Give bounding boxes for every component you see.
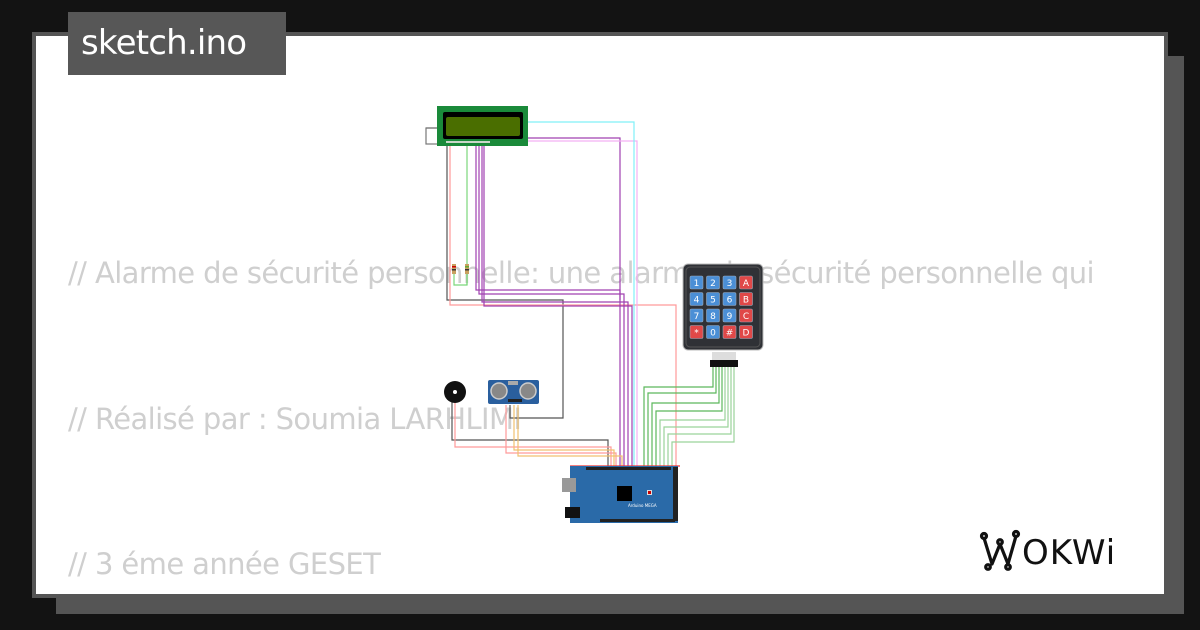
- keypad-key[interactable]: [706, 325, 720, 339]
- keypad-key[interactable]: [722, 325, 737, 339]
- buzzer-icon[interactable]: [444, 381, 466, 403]
- resistor-icon[interactable]: [452, 264, 456, 274]
- code-line: // 3 éme année GESET: [68, 547, 381, 581]
- arduino-mega-board[interactable]: Arduino MEGA: [562, 466, 678, 523]
- board-label: Arduino MEGA: [628, 503, 657, 508]
- keypad-key-label: 1: [694, 279, 700, 289]
- keypad-key-label: 4: [694, 296, 700, 306]
- code-line: // Alarme de sécurité personnelle: une a…: [68, 256, 1095, 290]
- preview-panel: // Alarme de sécurité personnelle: une a…: [32, 32, 1168, 598]
- keypad-key[interactable]: [689, 308, 704, 323]
- keypad-key[interactable]: [706, 292, 720, 306]
- keypad-key-label: D: [743, 329, 750, 339]
- keypad-key-label: B: [743, 296, 749, 306]
- ultrasonic-sensor[interactable]: [488, 380, 539, 404]
- keypad-key-label: C: [743, 312, 749, 322]
- code-line: // Réalisé par : Soumia LARHLIMI: [68, 401, 522, 436]
- keypad-key-label: 9: [727, 312, 733, 322]
- keypad-key[interactable]: [689, 275, 704, 290]
- logo-text: OKWi: [1022, 533, 1116, 573]
- keypad-key-label: 5: [710, 296, 716, 306]
- keypad-key-label: 2: [710, 279, 716, 289]
- resistor-icon[interactable]: [465, 264, 469, 274]
- keypad-key[interactable]: [722, 308, 737, 323]
- lcd-display[interactable]: [437, 106, 528, 146]
- filename-tab: sketch.ino: [68, 12, 286, 75]
- keypad-key[interactable]: [722, 292, 737, 306]
- keypad-key[interactable]: [722, 275, 737, 290]
- code-preview: // Alarme de sécurité personnelle: une a…: [68, 152, 1132, 594]
- keypad-key-label: 6: [727, 296, 733, 306]
- keypad-key-label: 3: [727, 279, 733, 289]
- keypad-key[interactable]: [689, 292, 704, 306]
- keypad-key[interactable]: [689, 325, 704, 339]
- wokwi-logo: OKWi: [979, 529, 1116, 573]
- keypad-key-label: 7: [694, 312, 700, 322]
- keypad-key-label: *: [694, 329, 699, 339]
- keypad-key[interactable]: [739, 325, 753, 339]
- keypad-key-label: 8: [710, 312, 716, 322]
- keypad-key-label: #: [726, 329, 734, 339]
- keypad-key[interactable]: [706, 308, 720, 323]
- keypad-key-label: 0: [710, 329, 716, 339]
- keypad-key-label: A: [743, 279, 750, 289]
- keypad-key[interactable]: [706, 275, 720, 290]
- keypad-key[interactable]: [739, 292, 753, 306]
- keypad-key[interactable]: [739, 308, 753, 323]
- keypad-key[interactable]: [739, 275, 753, 290]
